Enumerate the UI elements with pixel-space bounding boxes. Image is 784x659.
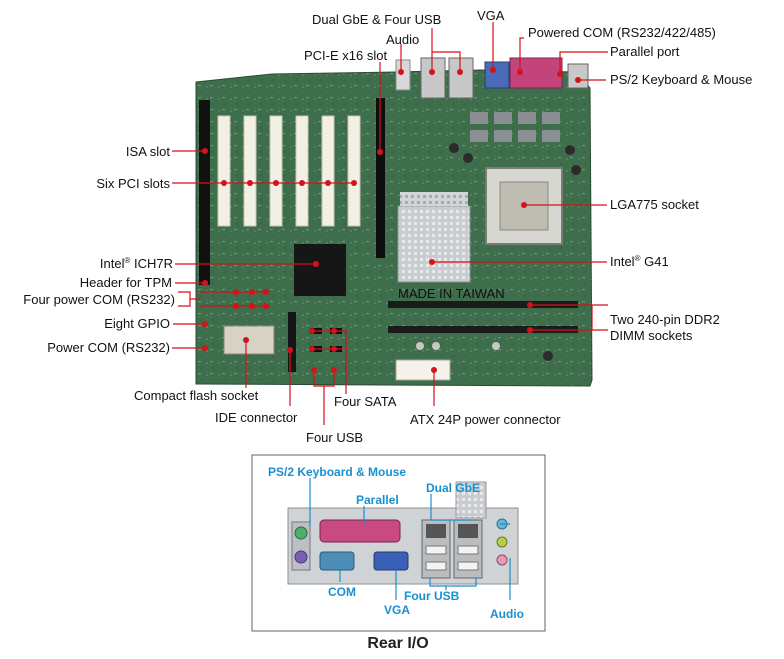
leaders-right bbox=[429, 202, 608, 333]
label-pcie-x16: PCI-E x16 slot bbox=[304, 48, 387, 63]
vrm-area bbox=[470, 112, 560, 142]
label-four-sata: Four SATA bbox=[334, 394, 397, 409]
label-isa-slot: ISA slot bbox=[126, 144, 170, 159]
ps2-keyboard-port bbox=[294, 550, 308, 564]
label-lga775-socket: LGA775 socket bbox=[610, 197, 699, 212]
rear-io-panel: PS/2 Keyboard & Mouse Parallel Dual GbE … bbox=[251, 454, 546, 652]
label-header-tpm: Header for TPM bbox=[80, 275, 172, 290]
vga-port-board bbox=[484, 61, 510, 89]
atx-24p-connector bbox=[395, 359, 451, 381]
pci-slots bbox=[217, 115, 361, 227]
label-intel-ich7r: Intel® ICH7R bbox=[100, 256, 173, 271]
ide-connector-part bbox=[288, 312, 296, 372]
rear-label-com: COM bbox=[328, 585, 356, 599]
rear-label-parallel: Parallel bbox=[356, 493, 399, 507]
label-ide-connector: IDE connector bbox=[215, 410, 298, 425]
chip-marking: MADE IN TAIWAN bbox=[398, 286, 505, 301]
audio-jack-block bbox=[395, 59, 411, 91]
g41-heatsink bbox=[397, 205, 471, 283]
capacitors bbox=[416, 143, 581, 361]
label-powered-com: Powered COM (RS232/422/485) bbox=[528, 25, 716, 40]
label-atx-24p: ATX 24P power connector bbox=[410, 412, 561, 427]
dimm-slot bbox=[388, 301, 578, 308]
parallel-port bbox=[319, 519, 401, 543]
dimm-slot bbox=[388, 326, 578, 333]
leaders-left bbox=[172, 148, 357, 351]
leaders-bottom bbox=[243, 328, 437, 425]
label-six-pci-slots: Six PCI slots bbox=[96, 176, 170, 191]
label-two-ddr2-line2: DIMM sockets bbox=[610, 328, 693, 343]
audio-jack bbox=[496, 554, 508, 566]
audio-jack bbox=[496, 536, 508, 548]
ps2-connector-board bbox=[567, 63, 589, 89]
vga-port bbox=[373, 551, 409, 571]
ps2-mouse-port bbox=[294, 526, 308, 540]
leaders-top bbox=[377, 22, 608, 155]
pci-slot bbox=[217, 115, 231, 227]
label-compact-flash: Compact flash socket bbox=[134, 388, 259, 403]
com-port bbox=[319, 551, 355, 571]
label-eight-gpio: Eight GPIO bbox=[104, 316, 170, 331]
label-four-usb: Four USB bbox=[306, 430, 363, 445]
label-ps2-keyboard-mouse: PS/2 Keyboard & Mouse bbox=[610, 72, 752, 87]
rear-io-caption: Rear I/O bbox=[367, 635, 428, 652]
label-two-ddr2-line1: Two 240-pin DDR2 bbox=[610, 312, 720, 327]
pci-slot bbox=[269, 115, 283, 227]
rear-label-dual-gbe: Dual GbE bbox=[426, 481, 480, 495]
label-power-com: Power COM (RS232) bbox=[47, 340, 170, 355]
pci-slot bbox=[295, 115, 309, 227]
pci-slot bbox=[347, 115, 361, 227]
pcie-x16-slot bbox=[376, 98, 385, 258]
board-labels: Dual GbE & Four USB VGA Powered COM (RS2… bbox=[23, 8, 752, 445]
rear-label-vga: VGA bbox=[384, 603, 410, 617]
lan-usb-block bbox=[448, 57, 474, 99]
pci-slot bbox=[321, 115, 335, 227]
isa-slot bbox=[199, 100, 210, 285]
rear-label-audio: Audio bbox=[490, 607, 524, 621]
ich7r-chip bbox=[294, 244, 346, 296]
pci-slot bbox=[243, 115, 257, 227]
rear-label-four-usb: Four USB bbox=[404, 589, 460, 603]
label-intel-g41: Intel® G41 bbox=[610, 254, 669, 269]
rear-label-ps2: PS/2 Keyboard & Mouse bbox=[268, 465, 406, 479]
label-dual-gbe-four-usb: Dual GbE & Four USB bbox=[312, 12, 441, 27]
lan-usb-block bbox=[420, 57, 446, 99]
label-four-power-com: Four power COM (RS232) bbox=[23, 292, 175, 307]
motherboard: MADE IN TAIWAN bbox=[195, 57, 593, 387]
label-vga: VGA bbox=[477, 8, 505, 23]
label-audio: Audio bbox=[386, 32, 419, 47]
label-parallel-port: Parallel port bbox=[610, 44, 680, 59]
